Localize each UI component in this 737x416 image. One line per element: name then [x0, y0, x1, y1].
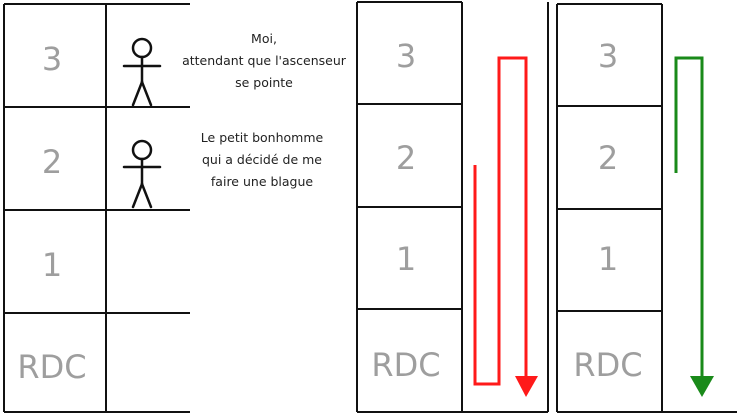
caption-prankster-line-1: Le petit bonhomme — [201, 130, 324, 145]
arrow-down-icon — [690, 376, 714, 397]
caption-me-line-2: attendant que l'ascenseur — [182, 53, 347, 68]
caption-prankster-line-3: faire une blague — [211, 174, 313, 189]
panel-path-red: 3 2 1 RDC — [356, 1, 549, 413]
floor-label-1: 1 — [42, 246, 62, 284]
arrow-down-icon — [515, 376, 538, 397]
stick-figure-icon — [122, 139, 162, 209]
floor-label-rdc: RDC — [573, 346, 642, 384]
caption-prankster: Le petit bonhomme qui a décidé de me fai… — [201, 130, 324, 189]
floor-label-3: 3 — [598, 37, 618, 75]
elevator-path-red — [473, 56, 528, 386]
floor-label-rdc: RDC — [17, 348, 86, 386]
floor-label-3: 3 — [42, 40, 62, 78]
panel-building-people: 3 2 1 RDC — [3, 3, 190, 413]
stick-figure-icon — [122, 37, 162, 107]
elevator-path-green — [674, 56, 704, 380]
caption-me-line-1: Moi, — [251, 31, 277, 46]
caption-prankster-line-2: qui a décidé de me — [202, 152, 322, 167]
floor-label-rdc: RDC — [371, 346, 440, 384]
floor-label-1: 1 — [598, 240, 618, 278]
floor-label-3: 3 — [396, 37, 416, 75]
floor-label-2: 2 — [396, 139, 416, 177]
caption-me: Moi, attendant que l'ascenseur se pointe — [182, 31, 347, 90]
panel-path-green: 3 2 1 RDC — [556, 3, 737, 413]
floor-label-2: 2 — [598, 139, 618, 177]
caption-me-line-3: se pointe — [235, 75, 293, 90]
floor-label-1: 1 — [396, 240, 416, 278]
floor-label-2: 2 — [42, 143, 62, 181]
